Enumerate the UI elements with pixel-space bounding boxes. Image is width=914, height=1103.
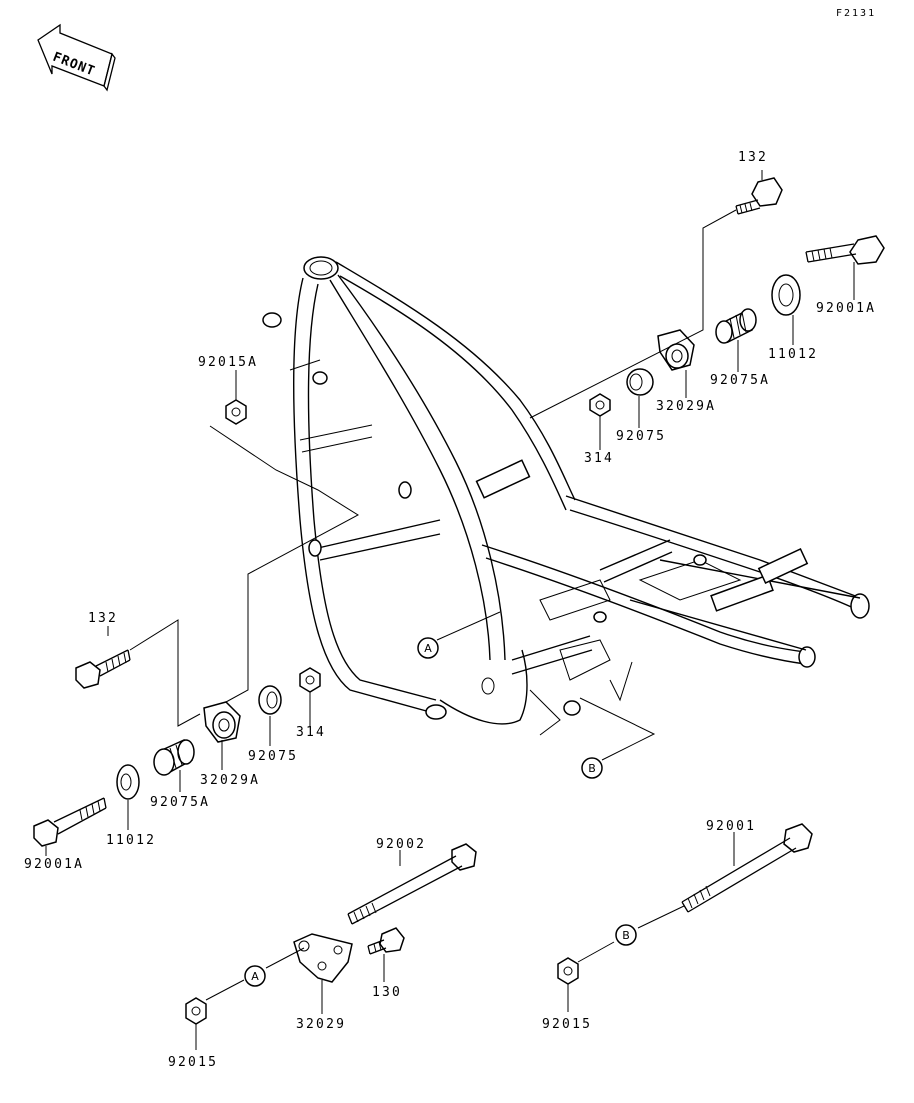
bolt-92001A-left-icon (33, 797, 107, 847)
figure-id: F2131 (836, 8, 876, 19)
bracket-32029A-left-icon (203, 701, 241, 743)
bolt-130-icon (367, 927, 405, 955)
nut-92015-left-icon (185, 997, 207, 1025)
svg-text:B: B (588, 762, 596, 775)
svg-text:B: B (622, 929, 630, 942)
callout-92001A-top: 92001A (816, 301, 876, 316)
nut-92015-right-icon (557, 957, 579, 985)
callout-132-left: 132 (88, 611, 118, 626)
spacer-92075-top-icon (626, 368, 654, 396)
ref-mark-b-frame: B (581, 757, 603, 779)
bolt-92002-icon (347, 843, 477, 925)
callout-92015-right: 92015 (542, 1017, 592, 1032)
ref-mark-b-bolt: B (615, 924, 637, 946)
bolt-132-left-icon (75, 649, 131, 689)
motorcycle-frame (262, 256, 870, 736)
callout-32029A-left: 32029A (200, 773, 260, 788)
callout-92001: 92001 (706, 819, 756, 834)
ref-mark-a-bolt: A (244, 965, 266, 987)
collar-92075A-top-icon (715, 308, 757, 344)
callout-92015-left: 92015 (168, 1055, 218, 1070)
front-arrow-icon: FRONT (37, 23, 116, 92)
callout-92002: 92002 (376, 837, 426, 852)
callout-92075-left: 92075 (248, 749, 298, 764)
washer-11012-left-icon (116, 764, 140, 800)
callout-labels: 132 92001A 11012 92075A 32029A 92075 314… (24, 150, 876, 1070)
callout-11012-left: 11012 (106, 833, 156, 848)
washer-11012-top-icon (771, 274, 801, 316)
callout-92001A-left: 92001A (24, 857, 84, 872)
callout-11012-top: 11012 (768, 347, 818, 362)
spacer-92075-left-icon (258, 685, 282, 715)
svg-text:A: A (424, 642, 432, 655)
leader-lines (45, 170, 855, 1050)
nut-314-top-icon (589, 393, 611, 417)
callout-92015A: 92015A (198, 355, 258, 370)
nut-92015A-icon (225, 399, 247, 425)
callout-132-top: 132 (738, 150, 768, 165)
nut-314-left-icon (299, 667, 321, 693)
callout-92075-top: 92075 (616, 429, 666, 444)
callout-32029: 32029 (296, 1017, 346, 1032)
collar-92075A-left-icon (153, 738, 195, 776)
callout-32029A-top: 32029A (656, 399, 716, 414)
bracket-32029-icon (293, 933, 353, 983)
callout-314-top: 314 (584, 451, 614, 466)
svg-text:A: A (251, 970, 259, 983)
callout-92075A-left: 92075A (150, 795, 210, 810)
bolt-92001-icon (681, 823, 813, 913)
callout-92075A-top: 92075A (710, 373, 770, 388)
callout-314-left: 314 (296, 725, 326, 740)
bolt-132-top-icon (735, 177, 783, 215)
callout-130: 130 (372, 985, 402, 1000)
bolt-92001A-top-icon (805, 235, 885, 265)
ref-mark-a-frame: A (417, 637, 439, 659)
